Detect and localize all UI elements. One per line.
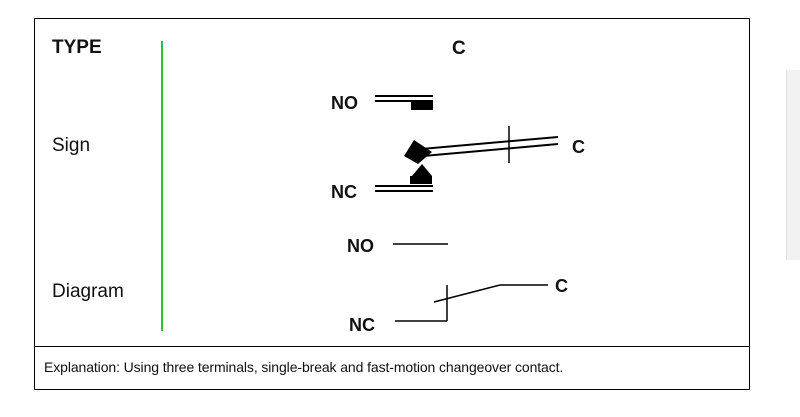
type-value: C [452, 38, 466, 59]
sign-symbol: NO C NC [331, 93, 585, 202]
side-panel-edge [786, 70, 800, 260]
diagram-nc-label: NC [349, 315, 375, 335]
sign-no-label: NO [331, 93, 358, 113]
diagram-no-label: NO [347, 236, 374, 256]
sign-c-label: C [572, 137, 585, 157]
contact-type-table: TYPE C Sign Diagram Explanation: Using t… [34, 18, 750, 390]
sign-contact-head [404, 140, 432, 164]
diagram-arm [433, 284, 501, 303]
caption-divider [35, 346, 749, 347]
sign-label: Sign [52, 135, 91, 156]
diagram-c-label: C [555, 276, 568, 296]
diagram-symbol: NO C NC [347, 236, 568, 335]
type-label: TYPE [52, 37, 102, 58]
sign-no-contact-block [411, 102, 433, 110]
sign-contact-tip [412, 164, 432, 176]
sign-arm-top [409, 136, 559, 151]
column-divider [161, 41, 163, 331]
sign-nc-label: NC [331, 182, 357, 202]
explanation-caption: Explanation: Using three terminals, sing… [44, 359, 564, 375]
diagram-label: Diagram [52, 281, 124, 302]
sign-arm-bottom [411, 143, 559, 158]
sign-nc-contact-block [410, 176, 432, 184]
